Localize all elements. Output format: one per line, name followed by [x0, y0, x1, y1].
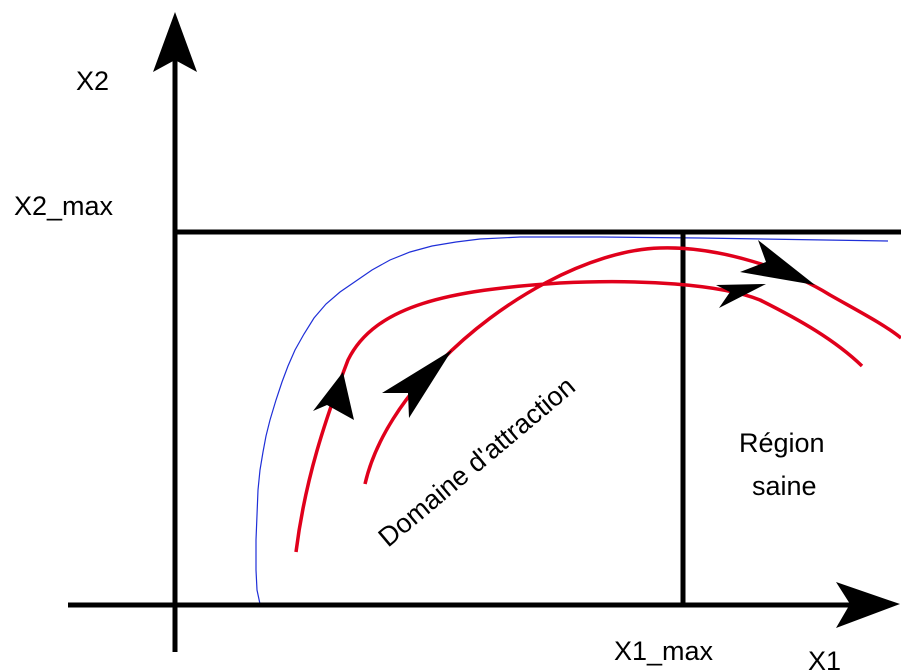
domain-label: Domaine d'attraction — [373, 371, 581, 553]
x-axis-arrowhead — [836, 582, 900, 628]
x-max-label: X1_max — [614, 636, 714, 666]
region-label-line1: Région — [739, 428, 825, 458]
region-label-line2: saine — [752, 471, 817, 501]
y-max-label: X2_max — [14, 191, 114, 221]
trajectory-1-arrow-up — [313, 372, 354, 420]
trajectory-2-arrow-up — [382, 350, 452, 418]
trajectory-1-arrow-right — [716, 284, 766, 308]
attraction-boundary-curve — [255, 236, 889, 605]
y-axis-label: X2 — [76, 66, 109, 96]
trajectory-2-arrow-right — [740, 240, 815, 285]
y-axis-arrowhead — [153, 12, 197, 72]
trajectory-1 — [294, 279, 864, 553]
x-axis-label: X1 — [808, 646, 841, 672]
